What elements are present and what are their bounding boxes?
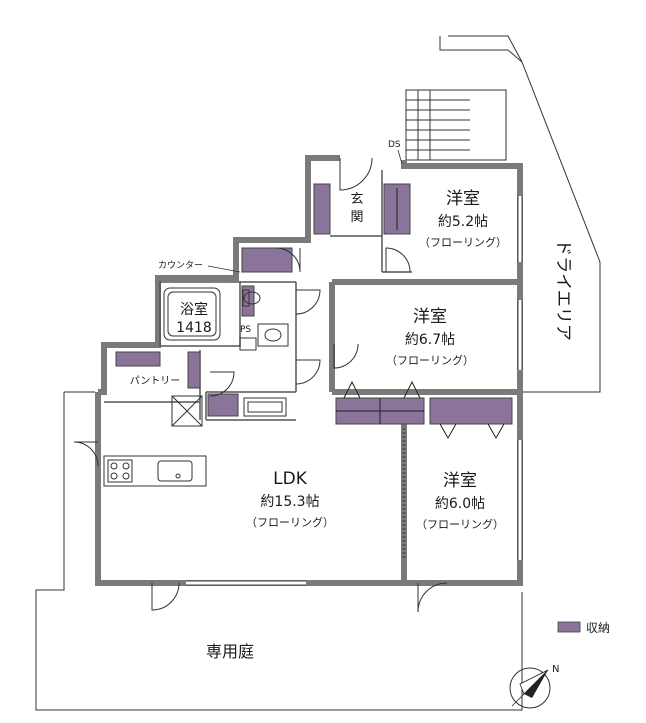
garden-area (35, 391, 523, 711)
room-western-mid-size: 約6.7帖 (405, 332, 455, 348)
compass-north-label: N (552, 664, 559, 675)
windows (186, 196, 522, 585)
closet-doors (336, 188, 505, 440)
room-garden-name: 専用庭 (206, 642, 254, 661)
outer-walls (95, 155, 523, 586)
compass-icon (509, 667, 551, 709)
room-western-low-floor: （フローリング） (416, 517, 504, 531)
washbasin (243, 323, 289, 417)
label-counter: カウンター (158, 260, 203, 271)
room-entrance-line2: 関 (350, 210, 363, 225)
room-bath-code: 1418 (176, 320, 212, 336)
room-pantry-name: パントリー (130, 375, 181, 387)
dry-area (439, 35, 601, 393)
door-swings (73, 157, 448, 613)
room-western-mid-floor: （フローリング） (386, 353, 474, 367)
label-ds: DS (388, 140, 401, 150)
ds-leader (397, 149, 403, 165)
label-ps: PS (240, 325, 251, 335)
room-western-low-size: 約6.0帖 (435, 496, 485, 512)
room-bath-name: 浴室 (180, 301, 208, 318)
legend-storage-label: 収納 (586, 621, 610, 635)
room-dry-area-name: ドライエリア (553, 239, 573, 341)
exterior-stairs (405, 89, 507, 161)
room-entrance-line1: 玄 (350, 192, 363, 207)
counter-leader (207, 265, 241, 273)
bathtub (163, 287, 221, 341)
room-western-top-name: 洋室 (446, 189, 480, 209)
kitchen-counter (103, 455, 207, 487)
window-lines (186, 196, 523, 586)
room-western-mid-name: 洋室 (413, 307, 447, 327)
toilet (242, 289, 261, 307)
room-ldk-name: LDK (273, 469, 308, 489)
ps-shaft (239, 337, 257, 351)
room-ldk-size: 約15.3帖 (260, 494, 319, 510)
pipe-space (171, 395, 203, 427)
room-western-low-name: 洋室 (443, 471, 477, 491)
room-ldk-floor: （フローリング） (246, 515, 334, 529)
room-western-top-size: 約5.2帖 (438, 214, 488, 230)
room-western-top-floor: （フローリング） (419, 235, 507, 249)
legend-swatch (557, 621, 581, 633)
